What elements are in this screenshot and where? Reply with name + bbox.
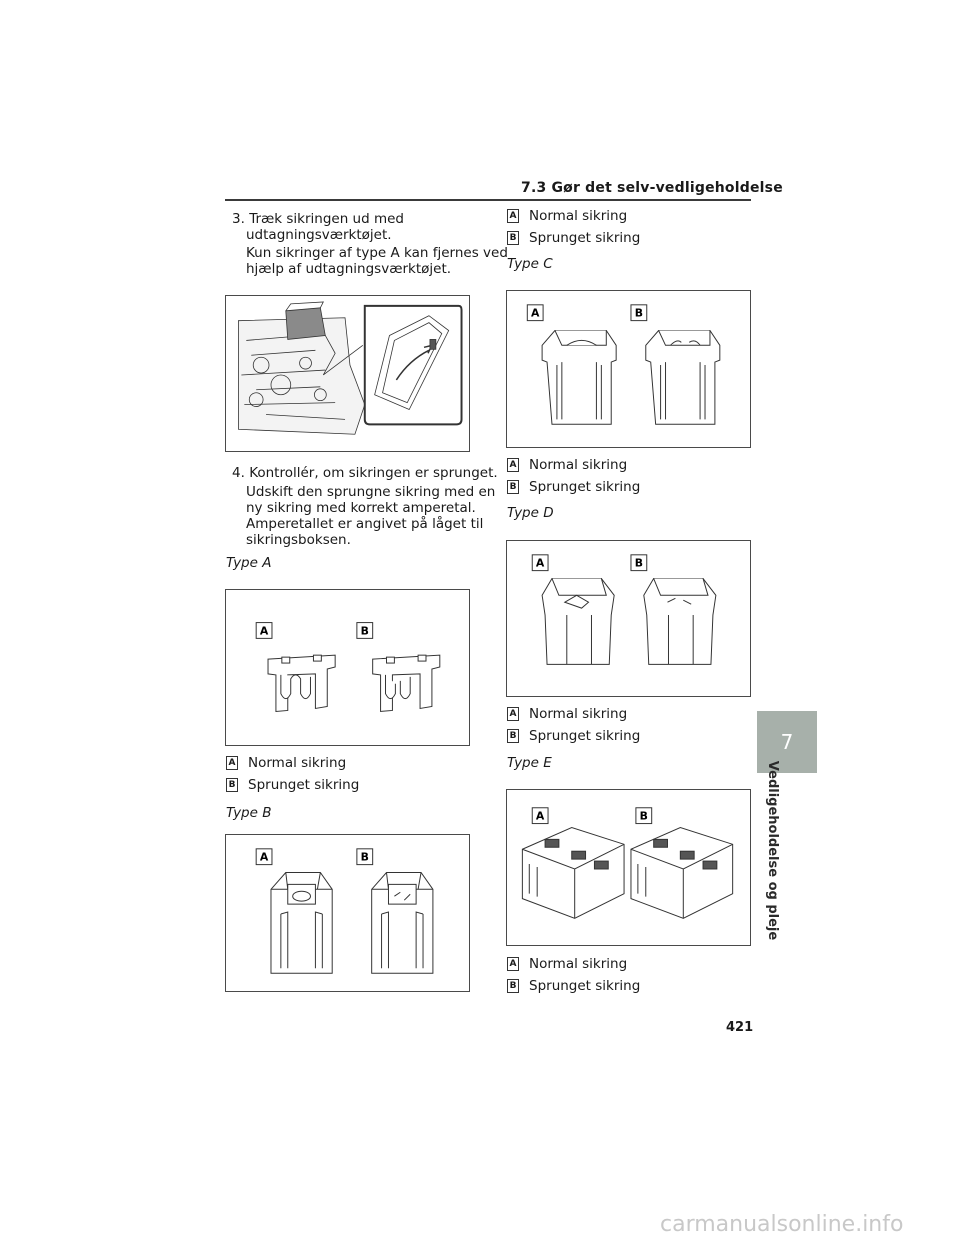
type-d-label: Type D	[507, 505, 554, 521]
legend-text-normal: Normal sikring	[529, 956, 628, 972]
fig-b-label-b: B	[361, 851, 369, 864]
legend-text-normal: Normal sikring	[248, 755, 347, 771]
badge-b: B	[507, 231, 519, 245]
legend-text-normal: Normal sikring	[529, 706, 628, 722]
watermark-text: carmanualsonline.info	[660, 1212, 904, 1237]
step3-note1: Kun sikringer af type A kan fjernes ved	[246, 245, 508, 261]
fig-e-label-a: A	[536, 810, 545, 823]
legend-text-blown: Sprunget sikring	[529, 479, 641, 495]
type-c-figure: A B	[506, 290, 751, 448]
badge-b: B	[507, 979, 519, 993]
normal-type-e-fuse	[521, 826, 625, 919]
type-c-legend-normal: A Normal sikring	[507, 457, 627, 473]
normal-type-d-fuse	[541, 578, 615, 665]
section-header: 7.3 Gør det selv-vedligeholdelse	[521, 180, 783, 196]
chapter-title: Vedligeholdelse og pleje	[765, 760, 781, 941]
blown-type-e-fuse	[630, 826, 734, 919]
step3-line1: 3. Træk sikringen ud med	[232, 211, 404, 227]
fig-c-label-a: A	[531, 307, 540, 320]
type-a-label: Type A	[226, 555, 272, 571]
legend-text-normal: Normal sikring	[529, 457, 628, 473]
type-e-label: Type E	[507, 755, 552, 771]
step3-note2: hjælp af udtagningsværktøjet.	[246, 261, 452, 277]
fig-a-label-a: A	[260, 624, 269, 637]
blown-type-c-fuse	[645, 330, 721, 425]
normal-type-c-fuse	[541, 330, 617, 425]
step3-number: 3.	[232, 211, 245, 227]
badge-b: B	[507, 729, 519, 743]
badge-a: A	[507, 209, 519, 223]
step4-text1: Kontrollér, om sikringen er sprunget.	[249, 465, 498, 481]
type-e-figure: A B	[506, 789, 751, 946]
step4-line1: 4. Kontrollér, om sikringen er sprunget.	[232, 465, 498, 481]
type-b-legend-blown: B Sprunget sikring	[507, 230, 640, 246]
step3-text2: udtagningsværktøjet.	[246, 227, 392, 243]
badge-b: B	[507, 480, 519, 494]
type-c-legend-blown: B Sprunget sikring	[507, 479, 640, 495]
legend-text-blown: Sprunget sikring	[529, 728, 641, 744]
type-d-figure: A B	[506, 540, 751, 697]
type-a-figure: A B	[225, 589, 470, 746]
type-c-label: Type C	[507, 256, 553, 272]
step3-text1: Træk sikringen ud med	[249, 211, 404, 227]
type-e-legend-normal: A Normal sikring	[507, 956, 627, 972]
legend-text-blown: Sprunget sikring	[248, 777, 360, 793]
badge-a: A	[507, 458, 519, 472]
fig-d-label-b: B	[635, 557, 643, 570]
fig-a-label-b: B	[361, 624, 369, 637]
badge-a: A	[226, 756, 238, 770]
badge-a: A	[507, 707, 519, 721]
blown-cartridge-fuse	[371, 872, 434, 974]
chapter-tab[interactable]: 7	[757, 711, 817, 773]
blown-blade-fuse	[372, 654, 441, 712]
step4-note4: sikringsboksen.	[246, 532, 351, 548]
type-a-legend-normal: A Normal sikring	[226, 755, 346, 771]
step4-note1: Udskift den sprungne sikring med en	[246, 484, 496, 500]
badge-a: A	[507, 957, 519, 971]
fuse-puller-illustration	[238, 301, 463, 435]
header-rule	[225, 199, 751, 201]
fig-c-label-b: B	[635, 307, 643, 320]
normal-cartridge-fuse	[270, 872, 333, 974]
type-b-legend-normal: A Normal sikring	[507, 208, 627, 224]
fuse-puller-figure	[225, 295, 470, 452]
chapter-title-vertical: Vedligeholdelse og pleje	[763, 761, 783, 940]
type-b-figure: A B	[225, 834, 470, 992]
type-d-legend-blown: B Sprunget sikring	[507, 728, 640, 744]
legend-text-blown: Sprunget sikring	[529, 230, 641, 246]
legend-text-blown: Sprunget sikring	[529, 978, 641, 994]
type-d-legend-normal: A Normal sikring	[507, 706, 627, 722]
fig-b-label-a: A	[260, 851, 269, 864]
normal-blade-fuse	[267, 654, 336, 712]
step4-note3: Amperetallet er angivet på låget til	[246, 516, 484, 532]
type-a-legend-blown: B Sprunget sikring	[226, 777, 359, 793]
step4-note2: ny sikring med korrekt amperetal.	[246, 500, 476, 516]
fig-e-label-b: B	[640, 810, 648, 823]
legend-text-normal: Normal sikring	[529, 208, 628, 224]
page-number: 421	[726, 1020, 754, 1035]
badge-b: B	[226, 778, 238, 792]
step4-number: 4.	[232, 465, 245, 481]
type-b-label: Type B	[226, 805, 272, 821]
fig-d-label-a: A	[536, 557, 545, 570]
blown-type-d-fuse	[643, 578, 717, 665]
type-e-legend-blown: B Sprunget sikring	[507, 978, 640, 994]
